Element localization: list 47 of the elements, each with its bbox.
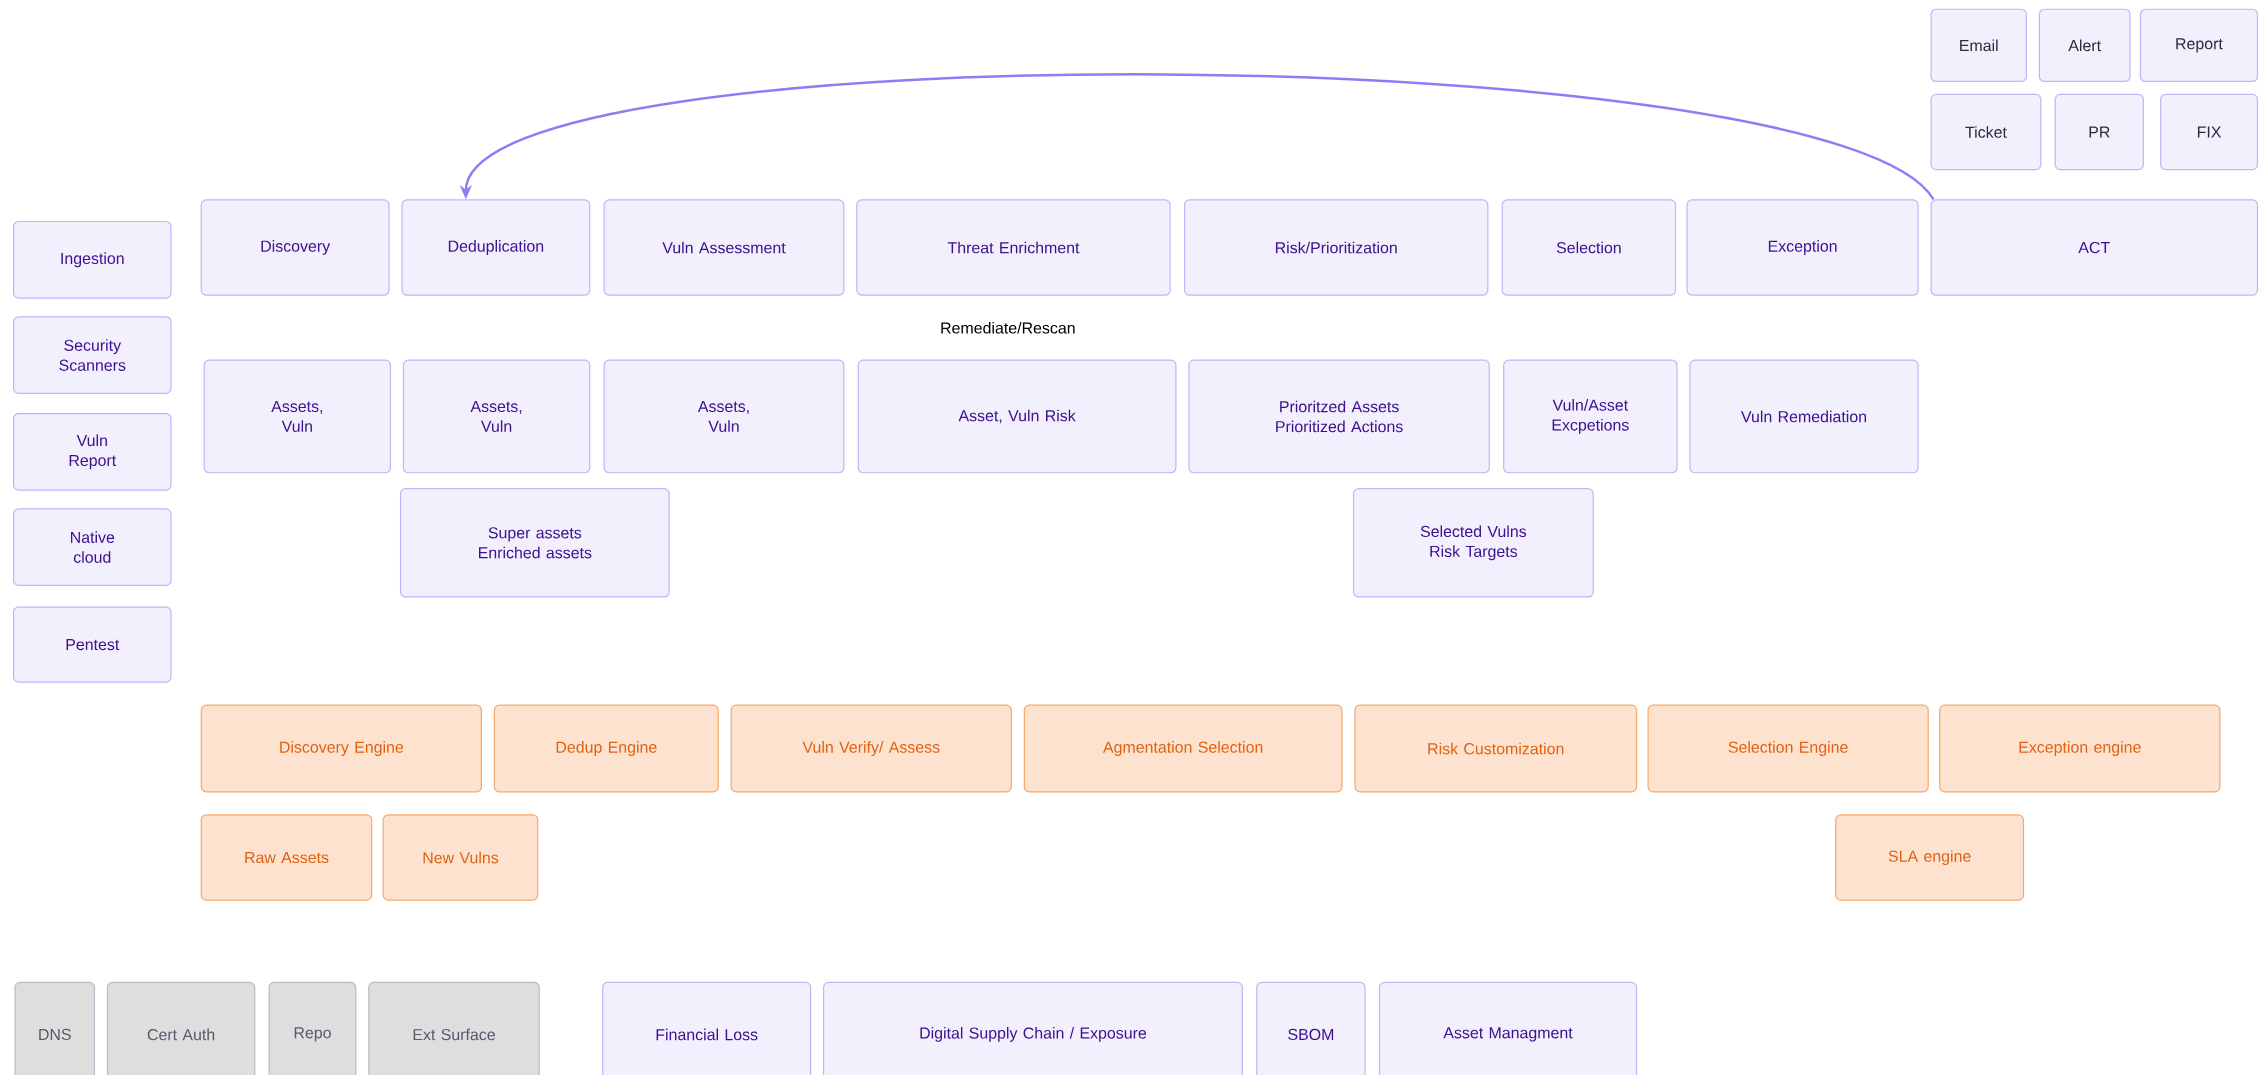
source-box: Pentest — [13, 606, 172, 683]
engine-box: Exception engine — [1939, 704, 2221, 793]
output-box: Email — [1930, 8, 2027, 83]
data-box: Vuln/Asset Excpetions — [1503, 359, 1678, 474]
engine-box: Discovery Engine — [200, 704, 483, 793]
engine-box: Agmentation Selection — [1023, 704, 1343, 793]
data-box: Assets, Vuln — [203, 359, 392, 474]
output-box: PR — [2054, 93, 2144, 171]
data-box: Selected Vulns Risk Targets — [1352, 488, 1594, 598]
stage-box: Discovery — [200, 199, 390, 296]
source-box: Repo — [268, 981, 357, 1075]
impact-box: Financial Loss — [602, 981, 812, 1075]
source-box: Vuln Report — [13, 412, 172, 491]
engine-box: Dedup Engine — [493, 704, 719, 793]
data-box: Assets, Vuln — [603, 359, 845, 474]
stage-box: ACT — [1930, 199, 2258, 296]
engine-box: Selection Engine — [1647, 704, 1929, 793]
impact-box: Asset Managment — [1378, 981, 1638, 1075]
stage-box: Risk/Prioritization — [1184, 199, 1489, 296]
stage-box: Selection — [1501, 199, 1677, 296]
source-box: Cert Auth — [106, 981, 256, 1075]
output-box: Report — [2139, 8, 2258, 83]
data-box: Vuln Remediation — [1689, 359, 1919, 474]
engine-box: Vuln Verify/ Assess — [730, 704, 1012, 793]
output-box: FIX — [2160, 93, 2258, 171]
text-label: Remediate/Rescan — [941, 321, 1075, 334]
data-box: Asset, Vuln Risk — [857, 359, 1177, 474]
stage-box: Deduplication — [401, 199, 591, 296]
engine-box: New Vulns — [382, 814, 539, 901]
impact-box: SBOM — [1256, 981, 1366, 1075]
engine-box: Raw Assets — [200, 814, 373, 901]
engine-box: SLA engine — [1835, 814, 2025, 901]
engine-box: Risk Customization — [1354, 704, 1638, 793]
impact-box: Digital Supply Chain / Exposure — [823, 981, 1243, 1075]
source-box: Ext Surface — [368, 981, 540, 1075]
output-box: Ticket — [1930, 93, 2042, 171]
data-box: Super assets Enriched assets — [399, 488, 670, 598]
data-box: Prioritzed Assets Prioritized Actions — [1188, 359, 1490, 474]
stage-box: Threat Enrichment — [856, 199, 1171, 296]
source-box: Ingestion — [13, 220, 172, 299]
stage-box: Exception — [1686, 199, 1919, 296]
data-box: Assets, Vuln — [402, 359, 591, 474]
output-box: Alert — [2038, 8, 2131, 83]
stage-box: Vuln Assessment — [603, 199, 845, 296]
source-box: Security Scanners — [13, 316, 172, 394]
source-box: Native cloud — [13, 508, 172, 586]
source-box: DNS — [14, 981, 96, 1075]
